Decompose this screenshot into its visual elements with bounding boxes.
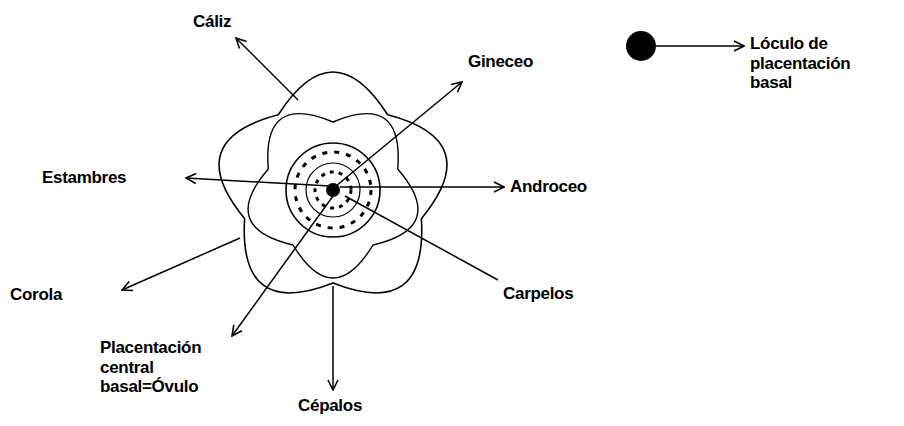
part-label: Carpelos xyxy=(503,284,573,304)
leader-line xyxy=(186,178,330,186)
leader-line xyxy=(345,196,498,280)
corolla-outline xyxy=(248,114,418,278)
leader-line xyxy=(336,82,462,186)
part-label: Estambres xyxy=(42,168,126,188)
part-label: Corola xyxy=(10,285,62,305)
stamen-ring xyxy=(295,152,371,228)
part-label: Lóculo de placentación basal xyxy=(750,34,850,93)
part-label: Gineceo xyxy=(468,52,533,72)
leader-line xyxy=(332,286,334,390)
locule-dot xyxy=(626,31,656,61)
part-label: Androceo xyxy=(510,177,587,197)
part-label: Placentación central basal=Óvulo xyxy=(100,338,201,397)
leader-line xyxy=(232,196,333,336)
part-label: Cáliz xyxy=(193,12,231,32)
androecium-circle xyxy=(286,143,380,237)
leader-line xyxy=(656,45,744,47)
leader-line xyxy=(236,38,298,100)
part-label: Cépalos xyxy=(298,396,362,416)
leader-line xyxy=(340,186,504,188)
leader-line xyxy=(122,238,240,290)
gynoecium-circle xyxy=(306,163,360,217)
